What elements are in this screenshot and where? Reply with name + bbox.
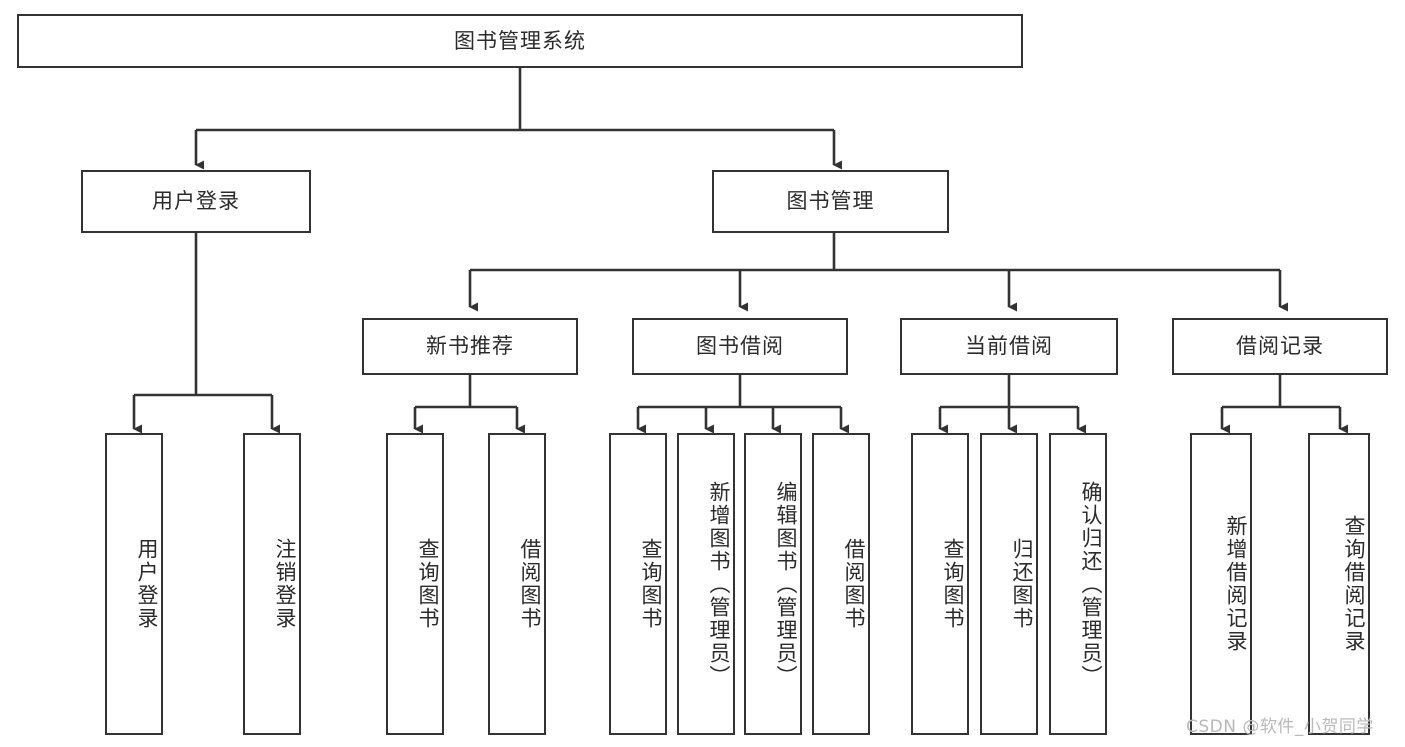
- edges-currentborrow-to-leaves: [938, 375, 1086, 434]
- leaf-current-borrow-confirm-admin[interactable]: 确认归还（管理员）: [1049, 433, 1107, 735]
- leaf-new-book-borrow[interactable]: 借阅图书: [488, 433, 546, 735]
- csdn-watermark: CSDN @软件_小贺同学: [1186, 717, 1374, 737]
- edges-userlogin-to-leaves: [132, 233, 280, 434]
- node-label: 归还图书: [1010, 538, 1034, 630]
- leaf-borrow-record-add[interactable]: 新增借阅记录: [1190, 433, 1252, 735]
- node-book-management[interactable]: 图书管理: [712, 170, 949, 233]
- node-label: 新增借阅记录: [1224, 515, 1248, 653]
- node-label: 确认归还（管理员）: [1079, 480, 1103, 688]
- node-label: 注销登录: [273, 538, 297, 630]
- node-label: 图书借阅: [696, 334, 784, 359]
- node-new-book-recommend[interactable]: 新书推荐: [362, 318, 578, 375]
- edges-root-to-level1: [194, 68, 842, 170]
- node-label: 新书推荐: [426, 334, 514, 359]
- node-book-borrow[interactable]: 图书借阅: [632, 318, 848, 375]
- node-label: 查询图书: [941, 538, 965, 630]
- leaf-book-borrow-query[interactable]: 查询图书: [609, 433, 667, 735]
- leaf-borrow-record-query[interactable]: 查询借阅记录: [1308, 433, 1370, 735]
- node-label: 借阅图书: [518, 538, 542, 630]
- node-label: 查询图书: [416, 538, 440, 630]
- node-label: 编辑图书（管理员）: [774, 480, 798, 688]
- leaf-current-borrow-query[interactable]: 查询图书: [911, 433, 969, 735]
- edges-bookmgmt-to-level2: [468, 233, 1288, 312]
- leaf-book-borrow-borrow[interactable]: 借阅图书: [812, 433, 870, 735]
- node-current-borrow[interactable]: 当前借阅: [900, 318, 1118, 375]
- node-label: 查询图书: [639, 538, 663, 630]
- edges-bookborrow-to-leaves: [636, 375, 849, 434]
- node-root-book-management-system[interactable]: 图书管理系统: [17, 14, 1023, 68]
- node-label: 新增图书（管理员）: [707, 480, 731, 688]
- node-label: 图书管理系统: [454, 28, 586, 53]
- leaf-user-login-logout[interactable]: 注销登录: [243, 433, 301, 735]
- node-label: 用户登录: [152, 189, 240, 214]
- node-label: 借阅图书: [842, 538, 866, 630]
- node-label: 借阅记录: [1236, 334, 1324, 359]
- node-borrow-record[interactable]: 借阅记录: [1172, 318, 1388, 375]
- leaf-new-book-query[interactable]: 查询图书: [386, 433, 444, 735]
- leaf-book-borrow-add-admin[interactable]: 新增图书（管理员）: [677, 433, 735, 735]
- node-label: 查询借阅记录: [1342, 515, 1366, 653]
- node-label: 当前借阅: [965, 334, 1053, 359]
- node-label: 用户登录: [135, 538, 159, 630]
- leaf-current-borrow-return[interactable]: 归还图书: [980, 433, 1038, 735]
- edges-borrowrecord-to-leaves: [1220, 375, 1348, 434]
- leaf-user-login-login[interactable]: 用户登录: [105, 433, 163, 735]
- node-label: 图书管理: [786, 189, 875, 214]
- edges-newbook-to-leaves: [413, 375, 525, 434]
- leaf-book-borrow-edit-admin[interactable]: 编辑图书（管理员）: [744, 433, 802, 735]
- node-user-login[interactable]: 用户登录: [81, 170, 311, 233]
